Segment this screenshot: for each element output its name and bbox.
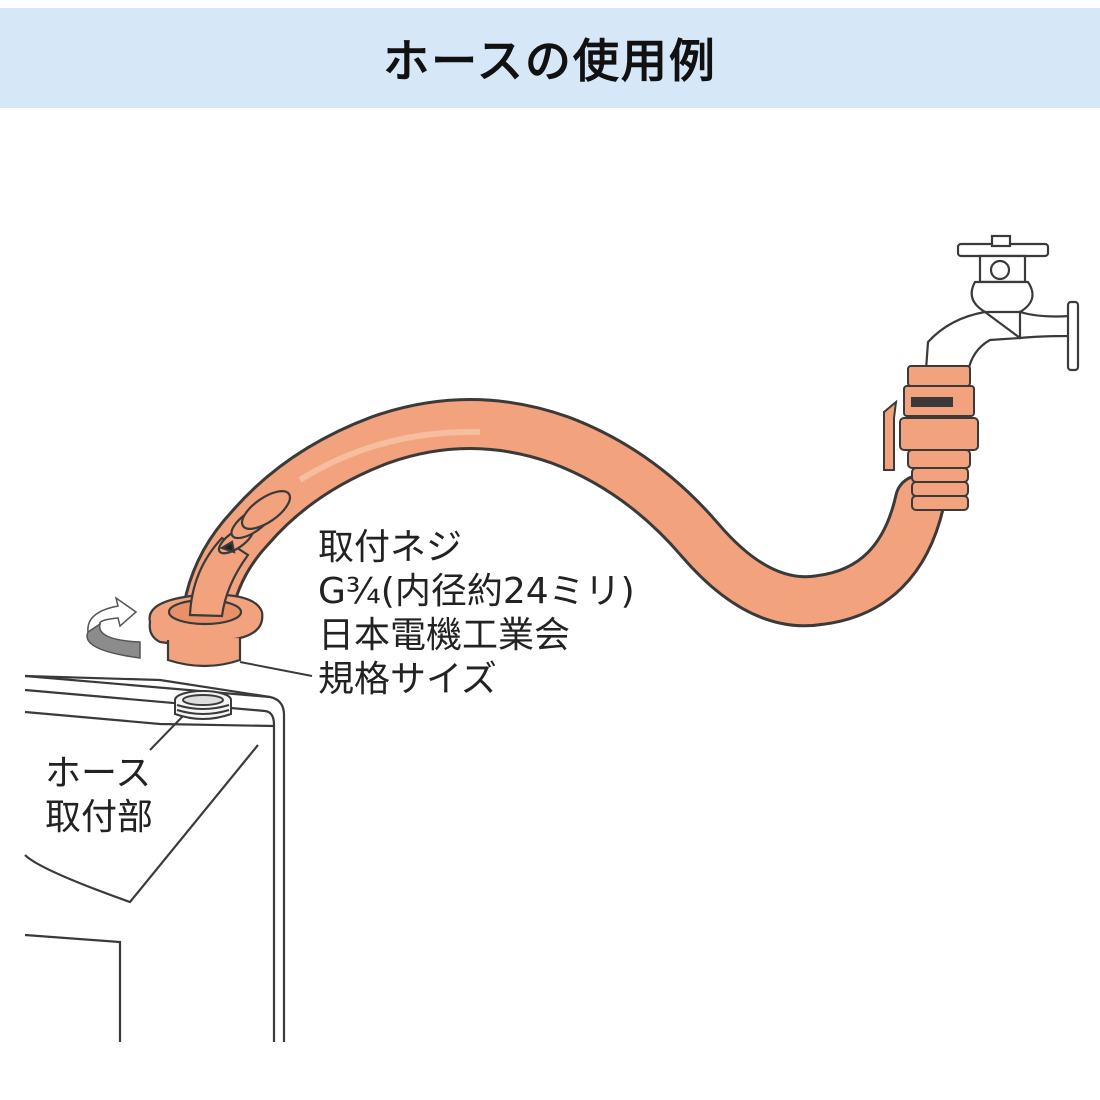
thread-spec-label: 取付ネジ G¾(内径約24ミリ) 日本電機工業会 規格サイズ: [318, 526, 635, 702]
rotate-arrow-icon: [86, 596, 141, 659]
faucet-icon: [924, 234, 1080, 374]
mount-leader-line: [149, 715, 184, 751]
thread-label-line2: G¾(内径約24ミリ): [318, 571, 635, 612]
thread-label-line4: 規格サイズ: [318, 659, 497, 700]
mount-label-line1: ホース: [45, 753, 152, 794]
thread-leader-line: [239, 661, 313, 677]
faucet-connector: [883, 365, 979, 511]
mount-label-line2: 取付部: [45, 797, 154, 838]
hose-mount-thread: [174, 690, 232, 720]
machine-side-connector: [148, 490, 292, 668]
thread-label-line1: 取付ネジ: [318, 527, 463, 568]
thread-label-line3: 日本電機工業会: [318, 615, 571, 656]
header-banner: ホースの使用例: [0, 8, 1100, 108]
washing-machine: [24, 674, 286, 1042]
page-title: ホースの使用例: [383, 34, 717, 88]
hose-mount-label: ホース 取付部: [45, 752, 153, 840]
